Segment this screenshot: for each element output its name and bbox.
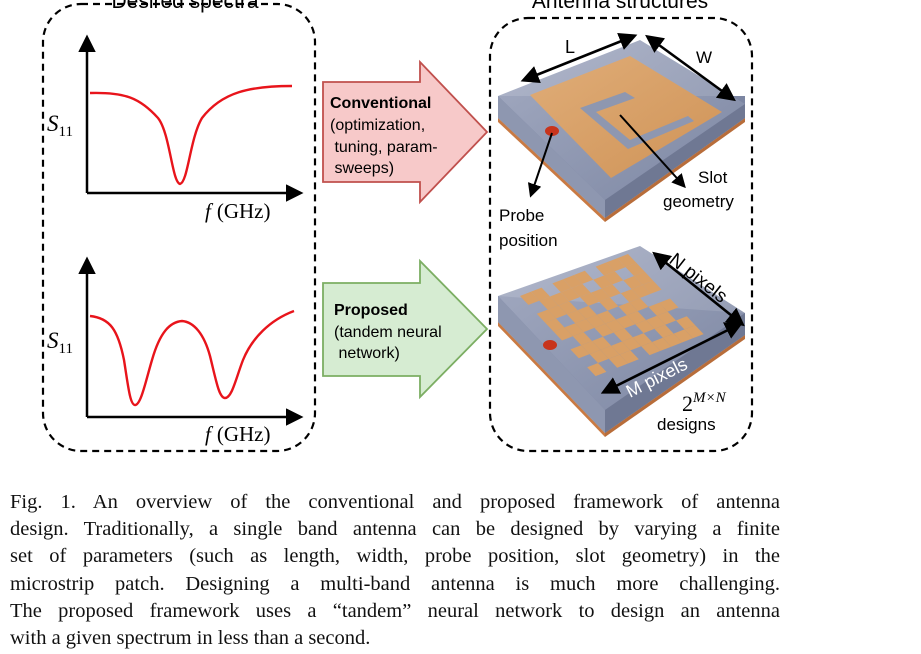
proposed-line-2: network) [334, 345, 400, 362]
spectra-panel: Desired spectra [41, 0, 317, 453]
plot1-xlabel: f(GHz) [205, 199, 270, 223]
patch-pixel [629, 298, 649, 312]
probe-label-2: position [499, 231, 558, 250]
patch-pixel [550, 292, 570, 306]
single-band-curve [89, 84, 293, 186]
width-label: W [696, 48, 712, 67]
patch-pixel [580, 292, 600, 306]
patch-pixel [577, 305, 597, 319]
patch-pixel [601, 284, 621, 298]
probe-point [545, 126, 559, 136]
caption-line: design. Traditionally, a single band ant… [10, 518, 780, 541]
patch-pixel [595, 262, 615, 276]
antenna-panel: Antenna structures [488, 0, 754, 453]
spectra-panel-title: Desired spectra [111, 0, 258, 13]
patch-pixel [547, 305, 567, 319]
proposed-arrow: Proposed (tandem neural network) [322, 258, 489, 400]
designs-count: 2M×N [682, 390, 727, 416]
conventional-title: Conventional [330, 95, 431, 112]
patch-pixel [558, 301, 578, 315]
proposed-line-1: (tandem neural [334, 324, 442, 341]
plot2-xlabel: f(GHz) [205, 422, 270, 446]
patch-pixel [617, 254, 637, 268]
pixelated-antenna: N pixels M pixels 2M×N designs [498, 246, 745, 437]
patch-pixel [564, 323, 584, 337]
patch-pixel [539, 296, 559, 310]
antenna-panel-title: Antenna structures [532, 0, 708, 13]
patch-pixel [530, 287, 550, 301]
patch-pixel [566, 310, 586, 324]
patch-pixel [572, 332, 592, 346]
patch-pixel [545, 318, 565, 332]
probe-label-1: Probe [499, 206, 544, 225]
slot-label-1: Slot [698, 168, 728, 187]
slot-label-2: geometry [663, 192, 734, 211]
patch-pixel [599, 297, 619, 311]
patch-pixel [631, 284, 651, 298]
patch-pixel [618, 302, 638, 316]
patch-pixel [590, 288, 610, 302]
patch-pixel [620, 289, 640, 303]
patch-pixel [560, 288, 580, 302]
patch-pixel [604, 271, 624, 285]
patch-pixel [623, 276, 643, 290]
patch-pixel [593, 275, 613, 289]
caption-line: with a given spectrum in less than a sec… [10, 627, 371, 650]
plot2-ylabel: S11 [47, 328, 73, 357]
patch-pixel [536, 309, 556, 323]
caption-line: set of parameters (such as length, width… [10, 545, 780, 568]
plot1-ylabel: S11 [47, 111, 73, 140]
probe-point-2 [543, 340, 557, 350]
parametric-antenna: L W Probe position Slot geometry [498, 32, 745, 250]
antenna-slot [580, 92, 694, 149]
overview-figure: Desired spectra Antenna structures S11 f… [41, 0, 754, 453]
patch-pixel [634, 271, 654, 285]
single-band-spectrum-plot: S11 f(GHz) [47, 34, 304, 223]
figure-caption: Fig. 1. An overview of the conventional … [10, 489, 780, 652]
proposed-title: Proposed [334, 302, 408, 319]
caption-line: microstrip patch. Designing a multi-band… [10, 572, 780, 595]
length-label: L [565, 37, 575, 57]
patch-pixel [586, 314, 606, 328]
patch-pixel [575, 319, 595, 333]
caption-line: The proposed framework uses a “tandem” n… [10, 599, 780, 622]
conventional-arrow: Conventional (optimization, tuning, para… [322, 59, 489, 205]
patch-pixel [552, 279, 572, 293]
patch-pixel [626, 311, 646, 325]
patch-pixel [625, 262, 645, 276]
patch-pixel [574, 270, 594, 284]
conventional-line-3: sweeps) [330, 160, 394, 177]
multi-band-curve [89, 309, 295, 407]
patch-pixel [606, 258, 626, 272]
multi-band-spectrum-plot: S11 f(GHz) [47, 256, 304, 446]
conventional-line-2: tuning, param- [330, 139, 438, 156]
patch-pixel [570, 345, 590, 359]
patch-pixel [596, 310, 616, 324]
designs-label: designs [657, 415, 716, 434]
caption-line: Fig. 1. An overview of the conventional … [10, 491, 780, 513]
patch-pixel [571, 283, 591, 297]
patch-pixel [553, 327, 573, 341]
patch-pixel [581, 341, 601, 355]
patch-pixel [520, 291, 540, 305]
conventional-line-1: (optimization, [330, 117, 425, 134]
patch-pixel [563, 275, 583, 289]
